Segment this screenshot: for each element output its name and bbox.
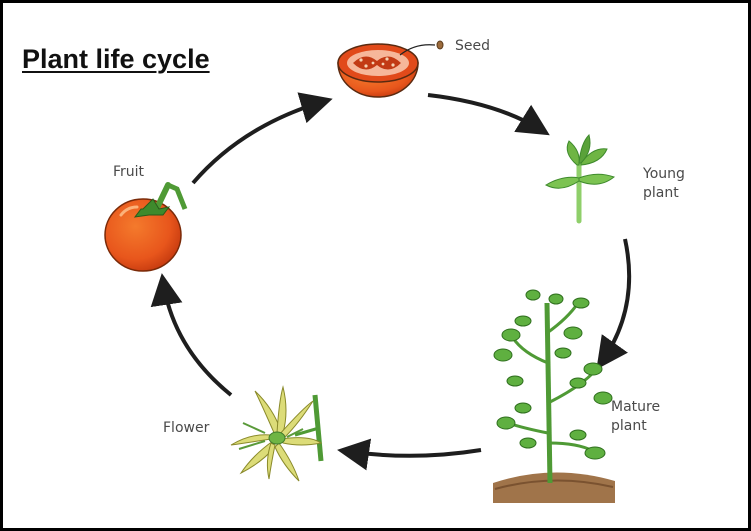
arrow-young-to-mature xyxy=(601,239,629,363)
seed-icon xyxy=(338,41,443,97)
mature-plant-label-line2: plant xyxy=(611,417,660,436)
mature-plant-label: Mature plant xyxy=(611,398,660,436)
fruit-label: Fruit xyxy=(113,163,144,182)
arrow-mature-to-flower xyxy=(345,450,481,456)
mature-plant-label-line1: Mature xyxy=(611,398,660,417)
young-plant-label-line2: plant xyxy=(643,184,685,203)
fruit-icon xyxy=(105,185,185,271)
flower-label: Flower xyxy=(163,419,209,438)
arrow-seed-to-young xyxy=(428,95,543,131)
flower-icon xyxy=(231,387,321,481)
young-plant-label: Young plant xyxy=(643,165,685,203)
arrow-fruit-to-seed xyxy=(193,101,325,183)
mature-plant-icon xyxy=(493,290,615,503)
young-plant-icon xyxy=(546,135,614,221)
seed-label: Seed xyxy=(455,37,490,56)
life-cycle-art xyxy=(3,3,748,528)
young-plant-label-line1: Young xyxy=(643,165,685,184)
arrow-flower-to-fruit xyxy=(163,281,231,395)
